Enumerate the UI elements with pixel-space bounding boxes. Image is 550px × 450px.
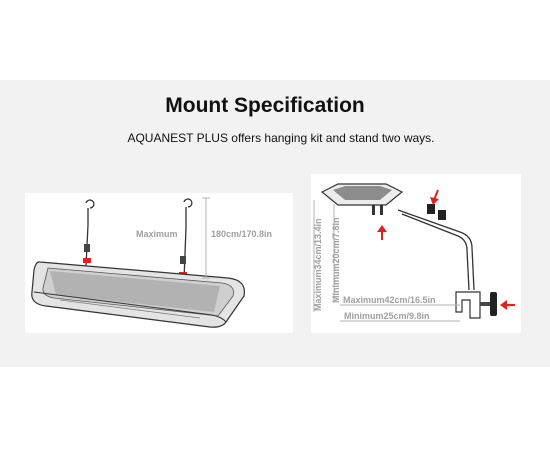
stand-lamp-legs — [372, 205, 383, 215]
horizontal-max-label: Maximum42cm/16.5in — [343, 295, 436, 305]
vertical-max-label: Maximum34cm/13.4in — [313, 218, 323, 311]
left-clamp-accent — [83, 258, 91, 263]
vertical-min-label: Minimum20cm/7.8in — [331, 217, 341, 303]
lamp-body — [31, 261, 246, 328]
stand-red-arrows — [377, 189, 515, 310]
left-cable-clamp — [84, 244, 90, 252]
stand-lamp-head — [320, 183, 404, 206]
right-hook-icon — [183, 198, 193, 281]
stand-tank-clamp — [455, 291, 481, 319]
stand-clamp-knob-icon — [480, 292, 497, 316]
page-subtitle: AQUANEST PLUS offers hanging kit and sta… — [127, 131, 435, 145]
stand-mount-knob-icon — [427, 204, 446, 220]
page-title: Mount Specification — [165, 94, 365, 117]
right-cable-clamp — [180, 256, 186, 264]
stand-arm — [397, 209, 475, 291]
hanging-length-label: 180cm/170.8in — [211, 229, 272, 239]
hanging-maximum-label: Maximum — [136, 229, 178, 239]
horizontal-min-label: Minimum25cm/9.8in — [344, 311, 430, 321]
